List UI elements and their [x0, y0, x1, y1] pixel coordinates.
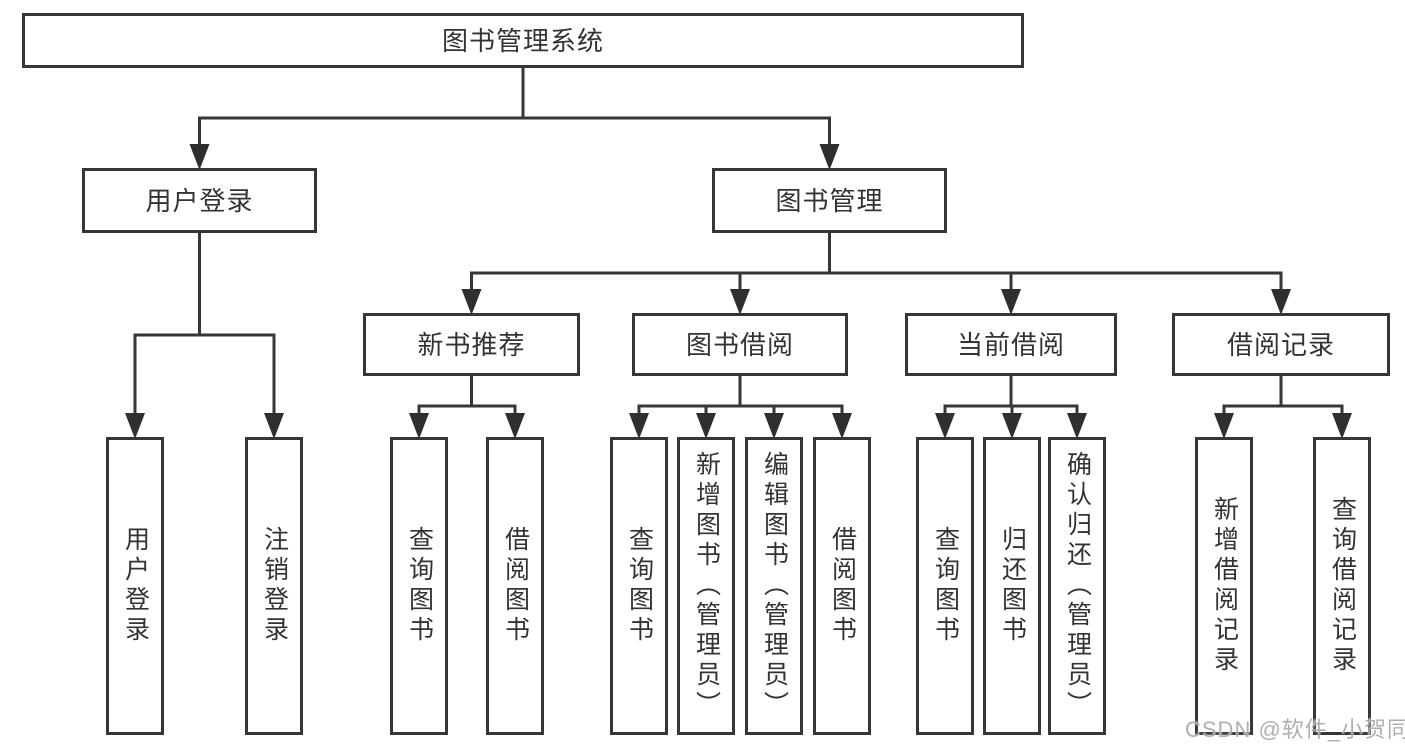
- node-label-book-borrow: 图书借阅: [685, 329, 794, 360]
- node-label-current-borrow: 当前借阅: [956, 329, 1065, 360]
- node-cb-return-book: 归还图书: [983, 437, 1041, 735]
- node-bb-edit-book: 编辑图书（管理员）: [745, 437, 803, 735]
- node-label-br-query-record: 查询借阅记录: [1328, 496, 1357, 676]
- arrowhead-icon: [1067, 413, 1087, 439]
- node-label-user-login: 用户登录: [121, 526, 150, 646]
- arrowhead-icon: [409, 413, 429, 439]
- node-label-cb-return-book: 归还图书: [998, 526, 1027, 646]
- node-label-borrow-records: 借阅记录: [1226, 329, 1335, 360]
- arrowhead-icon: [935, 413, 955, 439]
- node-label-cb-confirm-return: 确认归还（管理员）: [1063, 451, 1092, 721]
- node-book-borrow: 图书借阅: [632, 313, 848, 376]
- node-current-borrow: 当前借阅: [905, 313, 1117, 376]
- node-label-new-book-rec: 新书推荐: [417, 329, 526, 360]
- node-label-book-mgmt: 图书管理: [775, 185, 884, 216]
- node-rec-query-book: 查询图书: [390, 437, 448, 735]
- node-label-bb-edit-book: 编辑图书（管理员）: [760, 451, 789, 721]
- node-label-bb-query-book: 查询图书: [625, 526, 654, 646]
- arrowhead-icon: [189, 144, 210, 170]
- node-label-cb-query-book: 查询图书: [931, 526, 960, 646]
- arrowhead-icon: [125, 413, 145, 439]
- node-borrow-records: 借阅记录: [1172, 313, 1390, 376]
- arrowhead-icon: [832, 413, 852, 439]
- arrowhead-icon: [505, 413, 525, 439]
- node-br-query-record: 查询借阅记录: [1313, 437, 1371, 735]
- node-label-rec-query-book: 查询图书: [405, 526, 434, 646]
- node-book-mgmt: 图书管理: [712, 168, 947, 233]
- node-bb-add-book: 新增图书（管理员）: [677, 437, 735, 735]
- node-rec-borrow-book: 借阅图书: [486, 437, 544, 735]
- arrowhead-icon: [1001, 289, 1021, 315]
- node-label-user-login-group: 用户登录: [145, 185, 254, 216]
- arrowhead-icon: [696, 413, 716, 439]
- arrowhead-icon: [629, 413, 649, 439]
- node-label-bb-add-book: 新增图书（管理员）: [692, 451, 721, 721]
- node-user-login-group: 用户登录: [82, 168, 317, 233]
- node-cb-query-book: 查询图书: [916, 437, 974, 735]
- arrowhead-icon: [730, 289, 750, 315]
- arrowhead-icon: [1271, 289, 1291, 315]
- node-cb-confirm-return: 确认归还（管理员）: [1048, 437, 1106, 735]
- arrowhead-icon: [1002, 413, 1022, 439]
- arrowhead-icon: [1332, 413, 1352, 439]
- node-bb-query-book: 查询图书: [610, 437, 668, 735]
- node-label-bb-borrow-book: 借阅图书: [828, 526, 857, 646]
- arrowhead-icon: [819, 144, 840, 170]
- node-user-login: 用户登录: [106, 437, 164, 735]
- arrowhead-icon: [264, 413, 284, 439]
- arrowhead-icon: [461, 289, 482, 315]
- node-new-book-rec: 新书推荐: [363, 313, 580, 376]
- watermark: CSDN @软件_小贺同学: [1185, 717, 1405, 742]
- node-bb-borrow-book: 借阅图书: [813, 437, 871, 735]
- node-label-br-add-record: 新增借阅记录: [1210, 496, 1239, 676]
- node-label-rec-borrow-book: 借阅图书: [501, 526, 530, 646]
- node-label-logout: 注销登录: [260, 526, 289, 646]
- arrowhead-icon: [764, 413, 784, 439]
- node-logout: 注销登录: [245, 437, 303, 735]
- node-br-add-record: 新增借阅记录: [1195, 437, 1253, 735]
- node-label-root: 图书管理系统: [441, 25, 604, 56]
- arrowhead-icon: [1214, 413, 1234, 439]
- node-root: 图书管理系统: [22, 13, 1024, 68]
